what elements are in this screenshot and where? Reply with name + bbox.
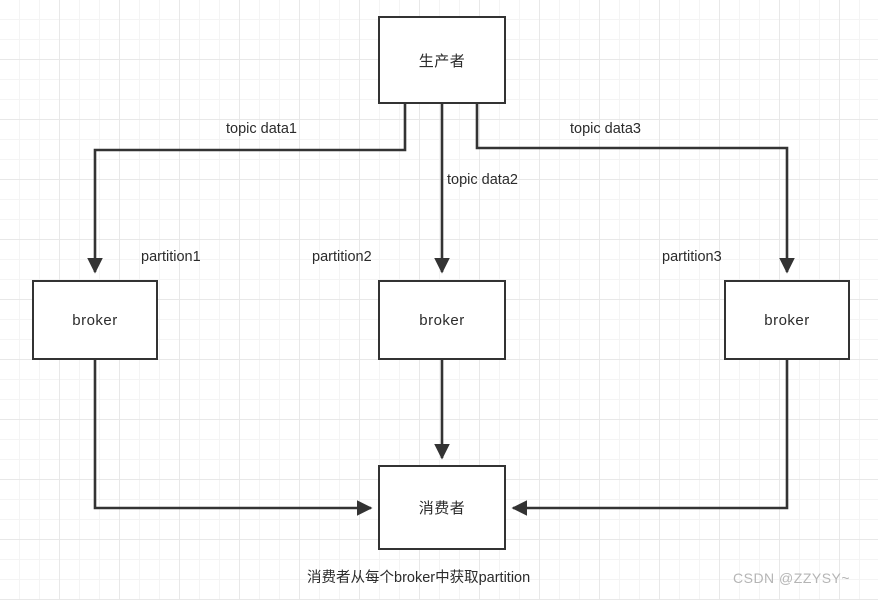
node-consumer[interactable]: 消费者 — [378, 465, 506, 550]
diagram-caption: 消费者从每个broker中获取partition — [307, 570, 531, 586]
node-broker-1-label: broker — [72, 311, 118, 329]
node-consumer-label: 消费者 — [418, 500, 466, 517]
edge-label-partition3: partition3 — [662, 249, 722, 265]
edge-broker1-to-consumer — [93, 360, 373, 516]
edge-label-partition1: partition1 — [141, 249, 201, 265]
node-broker-2-label: broker — [419, 311, 465, 329]
node-broker-3[interactable]: broker — [724, 280, 850, 360]
edge-broker3-to-consumer — [511, 360, 789, 516]
edge-label-topic-data2: topic data2 — [447, 172, 518, 188]
node-producer[interactable]: 生产者 — [378, 16, 506, 104]
edge-label-partition2: partition2 — [312, 249, 372, 265]
node-broker-1[interactable]: broker — [32, 280, 158, 360]
watermark-label: CSDN @ZZYSY~ — [733, 570, 851, 586]
node-broker-2[interactable]: broker — [378, 280, 506, 360]
edge-label-topic-data1: topic data1 — [226, 121, 297, 137]
node-producer-label: 生产者 — [418, 52, 466, 70]
node-broker-3-label: broker — [764, 311, 810, 329]
edge-label-topic-data3: topic data3 — [570, 121, 641, 137]
